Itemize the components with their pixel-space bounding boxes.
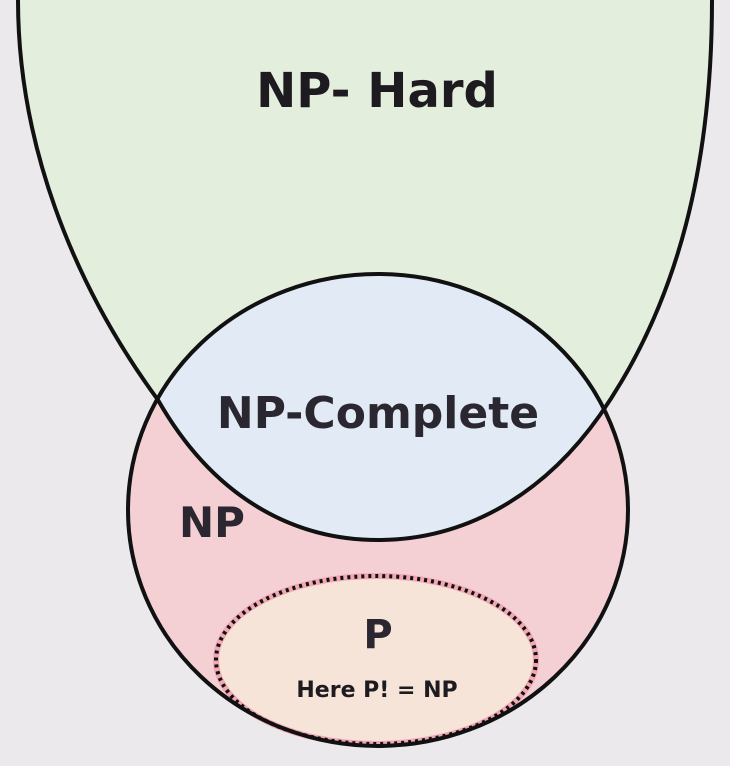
np-complete-label: NP-Complete — [217, 388, 539, 439]
p-note: Here P! = NP — [296, 678, 457, 703]
np-complete-region — [128, 274, 628, 540]
np-hard-outline — [16, 0, 714, 543]
np-label: NP — [179, 498, 245, 547]
p-label: P — [363, 612, 392, 658]
np-outline — [126, 272, 630, 748]
np-hard-label: NP- Hard — [256, 63, 498, 119]
